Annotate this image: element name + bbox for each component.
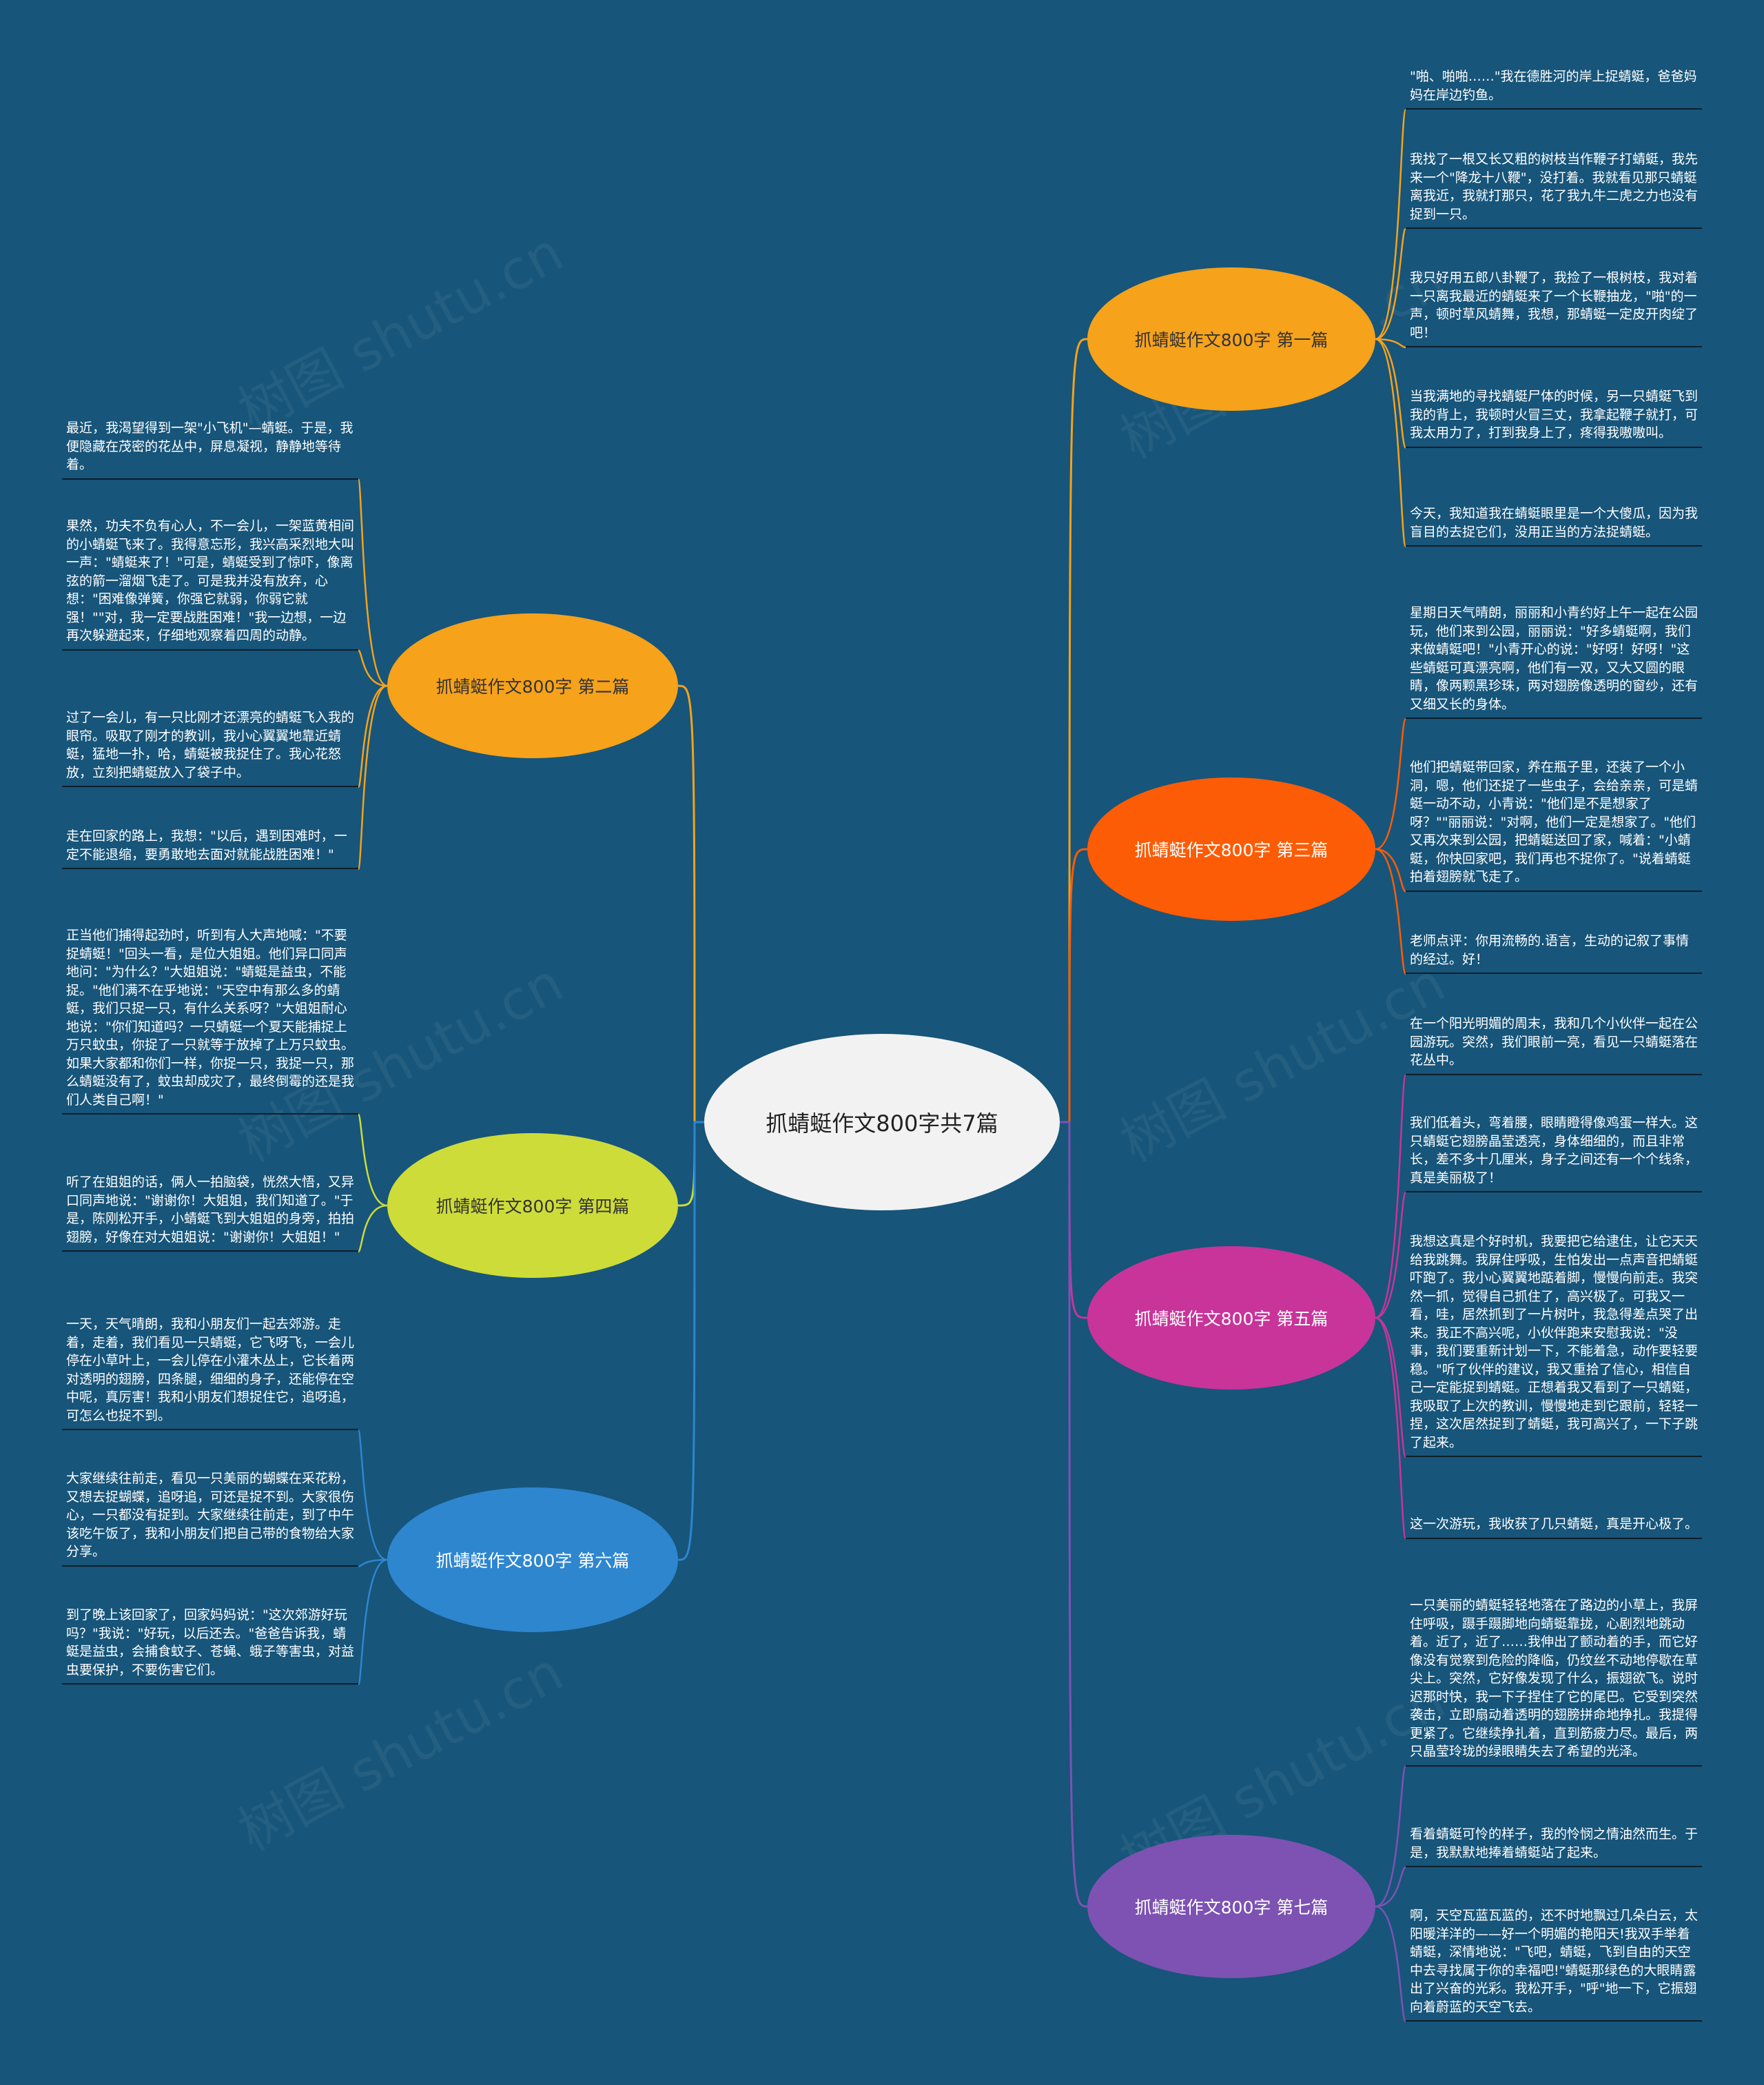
leaf-connector-5-3 (1375, 1316, 1407, 1458)
leaf-1-3: 我只好用五郎八卦鞭了，我捡了一根树枝，我对着一只离我最近的蜻蜓来了一个长鞭抽龙，… (1406, 269, 1702, 347)
branch-connector-2 (677, 684, 704, 1123)
branch-connector-5 (1060, 1121, 1088, 1319)
branch-connector-1 (1060, 338, 1088, 1123)
leaf-connector-1-2 (1375, 227, 1407, 340)
leaf-1-2: 我找了一根又长又粗的树枝当作鞭子打蜻蜓，我先来一个"降龙十八鞭"，没打着。我就看… (1406, 150, 1702, 229)
leaf-7-2: 看着蜻蜓可怜的样子，我的怜悯之情油然而生。于是，我默默地捧着蜻蜓站了起来。 (1406, 1825, 1702, 1867)
leaf-2-2: 果然，功夫不负有心人，不一会儿，一架蓝黄相间的小蜻蜓飞来了。我得意忘形，我兴高采… (62, 517, 358, 651)
leaf-connector-2-3 (357, 684, 388, 789)
leaf-connector-5-1 (1375, 1074, 1407, 1319)
leaf-5-4: 这一次游玩，我收获了几只蜻蜓，真是开心极了。 (1406, 1515, 1702, 1539)
leaf-6-1: 一天，天气晴朗，我和小朋友们一起去郊游。走着，走着，我们看见一只蜻蜓，它飞呀飞，… (62, 1315, 358, 1430)
leaf-connector-1-1 (1375, 108, 1407, 340)
branch-node-7[interactable]: 抓蜻蜓作文800字 第七篇 (1087, 1835, 1375, 1978)
branch-connector-3 (1060, 848, 1088, 1123)
leaf-connector-3-1 (1375, 718, 1407, 851)
leaf-5-3: 我想这真是个好时机，我要把它给逮住，让它天天给我跳舞。我屏住呼吸，生怕发出一点声… (1406, 1232, 1702, 1457)
leaf-connector-7-2 (1375, 1866, 1406, 1908)
leaf-6-3: 到了晚上该回家了，回家妈妈说："这次郊游好玩吗？"我说："好玩，以后还去。"爸爸… (62, 1606, 358, 1685)
leaf-5-2: 我们低着头，弯着腰，眼睛瞪得像鸡蛋一样大。这只蜻蜓它翅膀晶莹透亮，身体细细的，而… (1406, 1114, 1702, 1192)
branch-node-3[interactable]: 抓蜻蜓作文800字 第三篇 (1087, 777, 1375, 921)
leaf-5-1: 在一个阳光明媚的周末，我和几个小伙伴一起在公园游玩。突然，我们眼前一亮，看见一只… (1406, 1015, 1702, 1075)
leaf-3-1: 星期日天气晴朗，丽丽和小青约好上午一起在公园玩，他们来到公园，丽丽说："好多蜻蜓… (1406, 604, 1702, 719)
branch-connector-7 (1060, 1121, 1088, 1908)
leaf-connector-5-2 (1375, 1191, 1407, 1319)
leaf-2-1: 最近，我渴望得到一架"小飞机"—蜻蜓。于是，我便隐藏在茂密的花丛中，屏息凝视，静… (62, 419, 358, 480)
leaf-connector-5-4 (1375, 1316, 1407, 1540)
leaf-connector-3-3 (1375, 848, 1407, 975)
leaf-connector-2-4 (357, 684, 388, 871)
branch-connector-6 (677, 1121, 704, 1561)
leaf-connector-2-2 (357, 649, 388, 687)
leaf-6-2: 大家继续往前走，看见一只美丽的蝴蝶在采花粉，又想去捉蝴蝶，追呀追，可还是捉不到。… (62, 1469, 358, 1567)
branch-node-2[interactable]: 抓蜻蜓作文800字 第二篇 (387, 613, 678, 758)
leaf-3-3: 老师点评：你用流畅的.语言，生动的记叙了事情的经过。好！ (1406, 932, 1702, 974)
branch-node-6[interactable]: 抓蜻蜓作文800字 第六篇 (387, 1487, 678, 1632)
leaf-7-1: 一只美丽的蜻蜓轻轻地落在了路边的小草上，我屏住呼吸，蹑手蹑脚地向蜻蜓靠拢，心剧烈… (1406, 1596, 1702, 1767)
leaf-connector-3-2 (1375, 848, 1406, 893)
branch-connector-4 (677, 1121, 704, 1207)
leaf-2-3: 过了一会儿，有一只比刚才还漂亮的蜻蜓飞入我的眼帘。吸取了刚才的教训，我小心翼翼地… (62, 709, 358, 787)
leaf-connector-1-4 (1375, 338, 1407, 449)
leaf-4-1: 正当他们捕得起劲时，听到有人大声地喊："不要捉蜻蜓！"回头一看，是位大姐姐。他们… (62, 926, 358, 1115)
leaf-1-4: 当我满地的寻找蜻蜓尸体的时候，另一只蜻蜓飞到我的背上，我顿时火冒三丈，我拿起鞭子… (1406, 387, 1702, 448)
leaf-connector-2-1 (357, 478, 388, 687)
leaf-connector-7-1 (1375, 1765, 1407, 1908)
center-topic[interactable]: 抓蜻蜓作文800字共7篇 (704, 1034, 1060, 1210)
leaf-1-1: "啪、啪啪……"我在德胜河的岸上捉蜻蜓，爸爸妈妈在岸边钓鱼。 (1406, 68, 1702, 110)
leaf-3-2: 他们把蜻蜓带回家，养在瓶子里，还装了一个小洞，嗯，他们还捉了一些虫子，会给亲亲，… (1406, 758, 1702, 892)
leaf-connector-4-1 (357, 1113, 388, 1207)
leaf-1-5: 今天，我知道我在蜻蜓眼里是一个大傻瓜，因为我盲目的去捉它们，没用正当的方法捉蜻蜓… (1406, 505, 1702, 547)
leaf-2-4: 走在回家的路上，我想："以后，遇到困难时，一定不能退缩，要勇敢地去面对就能战胜困… (62, 827, 358, 869)
leaf-connector-1-3 (1375, 338, 1406, 349)
leaf-4-2: 听了在姐姐的话，俩人一拍脑袋，恍然大悟，又异口同声地说："谢谢你！大姐姐，我们知… (62, 1173, 358, 1252)
leaf-7-3: 啊，天空瓦蓝瓦蓝的，还不时地飘过几朵白云，太阳暖洋洋的——好一个明媚的艳阳天!我… (1406, 1906, 1702, 2022)
branch-node-4[interactable]: 抓蜻蜓作文800字 第四篇 (387, 1133, 678, 1278)
branch-node-5[interactable]: 抓蜻蜓作文800字 第五篇 (1087, 1246, 1375, 1390)
leaf-connector-7-3 (1375, 1905, 1407, 2023)
leaf-connector-4-2 (357, 1204, 388, 1253)
leaf-connector-6-3 (357, 1558, 388, 1686)
leaf-connector-1-5 (1375, 338, 1407, 548)
branch-node-1[interactable]: 抓蜻蜓作文800字 第一篇 (1087, 267, 1375, 411)
leaf-connector-6-1 (357, 1429, 388, 1561)
leaf-connector-6-2 (358, 1558, 388, 1567)
